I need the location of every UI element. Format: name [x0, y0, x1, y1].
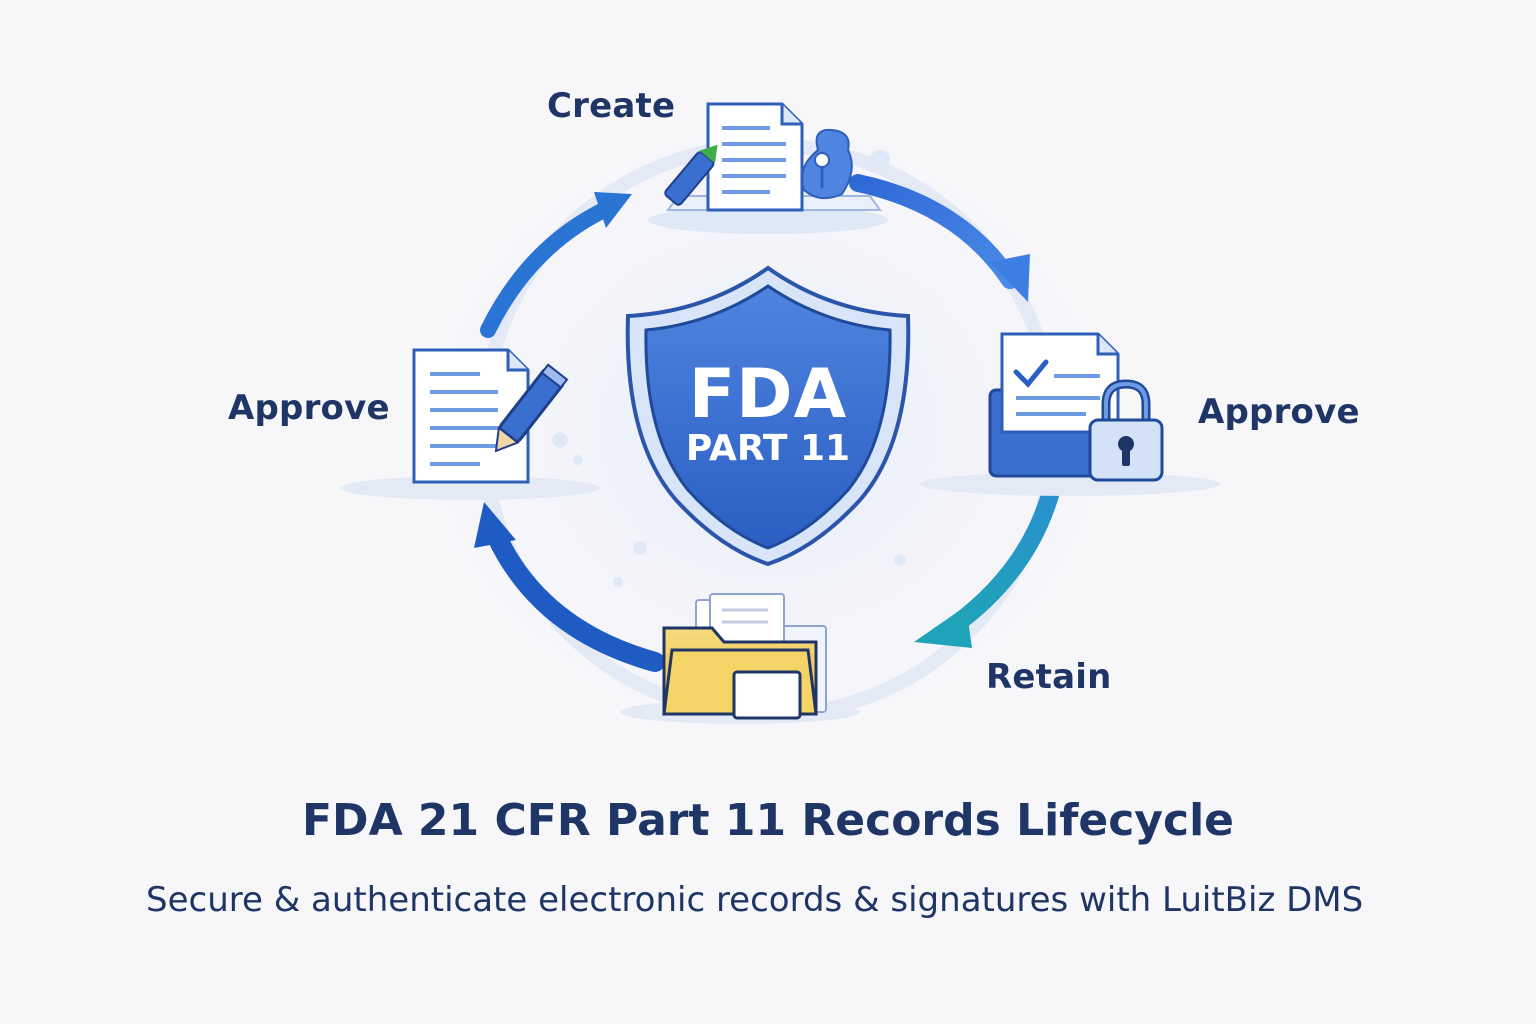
stage-label-approve-right: Approve — [1198, 392, 1360, 432]
shield-text-part: PART 11 — [685, 428, 851, 469]
arrow-create-to-approve — [849, 174, 1030, 302]
decorative-dots — [552, 150, 906, 587]
stage-label-retain: Retain — [986, 657, 1112, 697]
arrow-retain-to-approve — [474, 502, 665, 672]
fda-shield-icon — [625, 265, 911, 567]
arrow-approve-to-retain — [914, 479, 1061, 648]
shield-text-fda: FDA — [688, 355, 848, 434]
approve-lock-document-icon — [920, 332, 1220, 496]
arrow-approve-to-create — [480, 192, 632, 338]
retain-folder-icon — [620, 593, 860, 724]
create-document-icon — [648, 102, 888, 234]
diagram-title: FDA 21 CFR Part 11 Records Lifecycle — [301, 795, 1234, 846]
approve-document-pencil-icon — [340, 348, 600, 500]
diagram-subtitle: Secure & authenticate electronic records… — [146, 880, 1364, 920]
stage-label-create: Create — [547, 86, 676, 126]
stage-label-approve-left: Approve — [228, 388, 390, 428]
